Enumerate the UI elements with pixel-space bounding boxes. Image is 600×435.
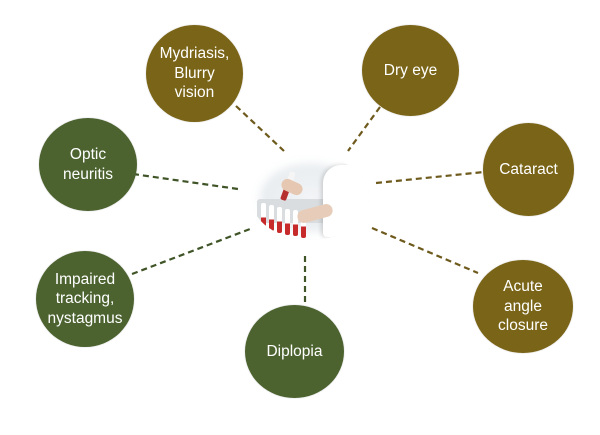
sample-tube (269, 205, 274, 231)
connector-dry-eye (347, 106, 381, 152)
node-label: Acute angle closure (498, 278, 548, 335)
connector-optic-neuritis (132, 172, 239, 191)
sample-tube (293, 210, 298, 236)
connector-mydriasis (235, 105, 285, 152)
node-label: Mydriasis, Blurry vision (159, 45, 230, 102)
node-mydriasis: Mydriasis, Blurry vision (146, 25, 243, 122)
node-label: Dry eye (383, 61, 438, 79)
connector-impaired-tracking (131, 227, 251, 276)
sample-tube (261, 203, 266, 229)
connector-acute-angle-closure (371, 226, 479, 275)
node-acute-angle-closure: Acute angle closure (473, 260, 573, 353)
node-cataract: Cataract (483, 123, 574, 216)
node-dry-eye: Dry eye (362, 25, 459, 116)
connector-cataract (375, 170, 485, 185)
node-label: Cataract (499, 160, 558, 178)
node-optic-neuritis: Optic neuritis (39, 118, 137, 211)
node-label: Impaired tracking, nystagmus (47, 270, 123, 327)
sample-tube (301, 212, 306, 238)
node-impaired-tracking: Impaired tracking, nystagmus (36, 251, 134, 347)
node-label: Diplopia (266, 342, 323, 360)
center-lab-photo (251, 155, 369, 240)
node-diplopia: Diplopia (245, 305, 344, 398)
node-label: Optic neuritis (63, 146, 113, 183)
lab-coat (323, 165, 369, 237)
sample-tube (285, 209, 290, 235)
sample-tube (277, 207, 282, 233)
